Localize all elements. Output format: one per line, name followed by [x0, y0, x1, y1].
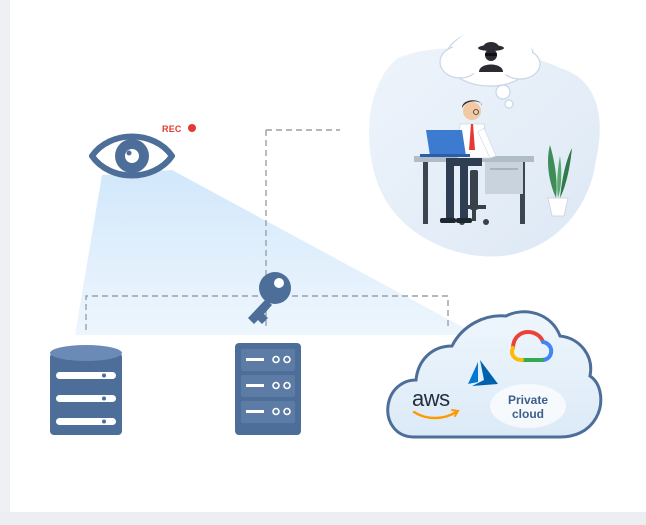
- plant-icon: [547, 145, 572, 217]
- server-icon: [235, 343, 301, 435]
- database-icon: [50, 345, 122, 435]
- aws-smile-icon: [412, 409, 460, 420]
- azure-icon: [468, 360, 498, 386]
- private-cloud-label-line1: Private: [507, 393, 549, 407]
- private-cloud-label: Private cloud: [496, 393, 560, 421]
- hacker-icon: [478, 42, 504, 72]
- rec-indicator-icon: [188, 124, 196, 132]
- rec-label: REC: [162, 124, 182, 134]
- key-icon: [248, 272, 291, 324]
- private-cloud-label-line2: cloud: [512, 407, 544, 421]
- google-cloud-icon: [510, 329, 554, 362]
- aws-label: aws: [412, 386, 450, 411]
- surveillance-beam: [75, 170, 468, 335]
- left-margin: [0, 0, 10, 512]
- worker-person: [440, 100, 497, 223]
- laptop-icon: [420, 130, 470, 157]
- eye-icon: [89, 133, 175, 179]
- bottom-margin: [0, 512, 646, 525]
